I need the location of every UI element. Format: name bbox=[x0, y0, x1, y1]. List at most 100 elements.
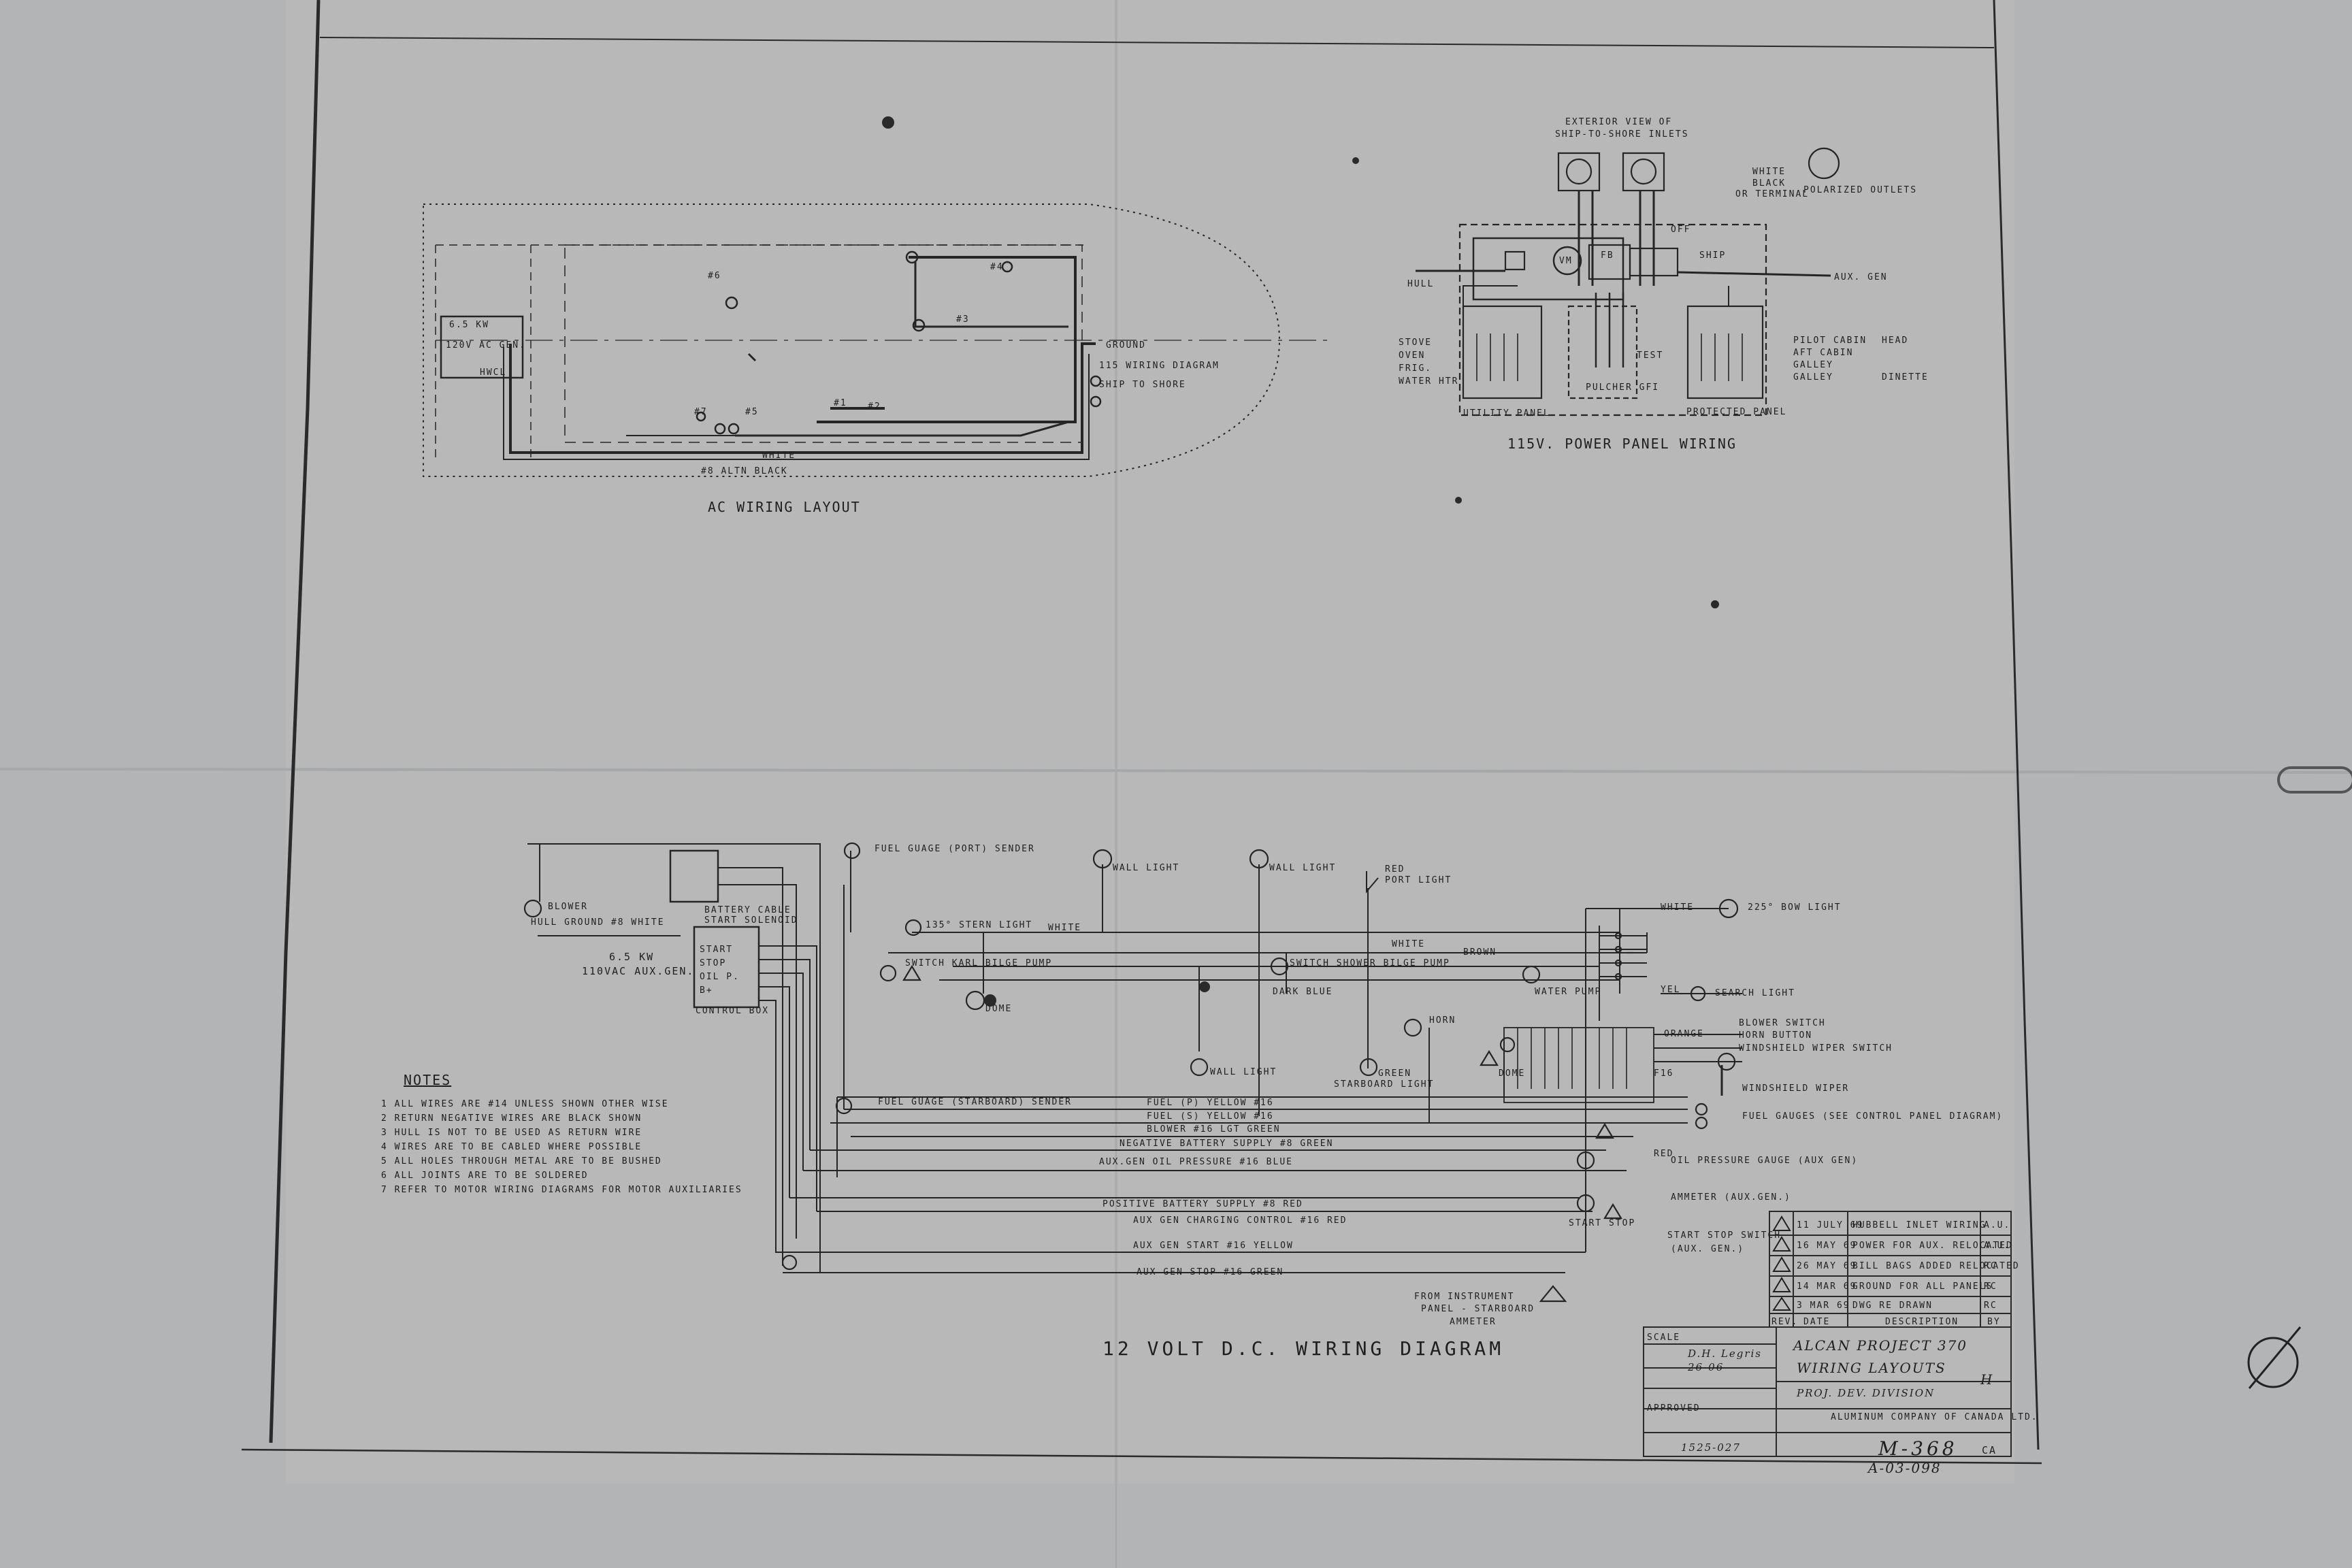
dc-fuel-stbd-sender: FUEL GUAGE (STARBOARD) SENDER bbox=[878, 1097, 1072, 1107]
tb-company: ALUMINUM COMPANY OF CANADA LTD. bbox=[1831, 1412, 2038, 1422]
fold-line bbox=[0, 768, 2352, 774]
pp-fb: FB bbox=[1601, 250, 1614, 261]
dc-start-stop-switch: START STOP SWITCH bbox=[1667, 1230, 1782, 1241]
ac-wire-white: WHITE bbox=[762, 451, 796, 461]
revision-date: 11 JULY 69 bbox=[1797, 1220, 1864, 1230]
dc-stbd-light: STARBOARD LIGHT bbox=[1334, 1079, 1435, 1090]
pp-circuit-right: HEAD bbox=[1882, 336, 1909, 346]
note-item: 4 WIRES ARE TO BE CABLED WHERE POSSIBLE bbox=[381, 1142, 642, 1152]
note-item: 2 RETURN NEGATIVE WIRES ARE BLACK SHOWN bbox=[381, 1113, 642, 1124]
ac-wire-black: #8 ALTN BLACK bbox=[701, 466, 788, 476]
pp-ship: SHIP bbox=[1699, 250, 1727, 261]
tb-ca: CA bbox=[1982, 1444, 1997, 1456]
dc-blower: BLOWER bbox=[548, 902, 588, 912]
pp-vm: VM bbox=[1559, 256, 1573, 266]
pp-outlet-note: WHITE bbox=[1752, 167, 1786, 177]
revision-date: 26 MAY 69 bbox=[1797, 1261, 1857, 1271]
dc-horn: HORN bbox=[1429, 1015, 1456, 1026]
dc-wire-label: NEGATIVE BATTERY SUPPLY #8 GREEN bbox=[1120, 1139, 1334, 1149]
revision-header-by: BY bbox=[1987, 1317, 2001, 1327]
dc-wire-label: FUEL (S) YELLOW #16 bbox=[1147, 1111, 1274, 1122]
pp-inlets: SHIP-TO-SHORE INLETS bbox=[1555, 129, 1689, 140]
pp-utility-panel: UTILITY PANEL bbox=[1463, 408, 1550, 419]
dc-wire-label: AUX GEN CHARGING CONTROL #16 RED bbox=[1133, 1215, 1348, 1226]
ac-point: #3 bbox=[956, 314, 970, 325]
dc-wiper: WINDSHIELD WIPER bbox=[1742, 1083, 1850, 1094]
revision-by: RC bbox=[1984, 1301, 1997, 1311]
dc-blower-switch: BLOWER SWITCH bbox=[1739, 1018, 1826, 1028]
revision-desc: DWG RE DRAWN bbox=[1852, 1301, 1933, 1311]
revision-by: A.U. bbox=[1984, 1241, 2011, 1251]
pp-water-htr: WATER HTR bbox=[1399, 376, 1459, 387]
revision-by: RC bbox=[1984, 1281, 1997, 1292]
dc-fuel-port-sender: FUEL GUAGE (PORT) SENDER bbox=[875, 844, 1035, 854]
ac-point: #4 bbox=[990, 262, 1004, 272]
dc-wire-label: BLOWER #16 LGT GREEN bbox=[1147, 1124, 1281, 1134]
dc-bilge-aft: SWITCH KARL BILGE PUMP bbox=[905, 958, 1053, 968]
pp-hull: HULL bbox=[1407, 279, 1435, 289]
pp-exterior-view: EXTERIOR VIEW OF bbox=[1565, 117, 1673, 127]
dc-dome-2: DOME bbox=[1499, 1068, 1526, 1079]
ac-generator-label-2: 120V AC GEN. bbox=[446, 340, 526, 350]
tb-dwg-no: M-368 bbox=[1878, 1437, 1958, 1460]
title-block bbox=[1643, 1211, 2012, 1457]
pp-outlet-note: BLACK bbox=[1752, 178, 1786, 189]
power-panel-title: 115V. POWER PANEL WIRING bbox=[1507, 436, 1737, 452]
ac-point: #5 bbox=[745, 407, 759, 417]
paper-clip bbox=[2277, 766, 2352, 794]
revision-markers bbox=[1772, 1215, 1791, 1311]
dc-f16: F16 bbox=[1654, 1068, 1674, 1079]
dc-ammeter-2: AMMETER bbox=[1450, 1317, 1497, 1327]
tb-division: PROJ. DEV. DIVISION bbox=[1797, 1387, 1936, 1399]
notes-heading: NOTES bbox=[404, 1072, 452, 1088]
dc-fuel-gauges: FUEL GAUGES (SEE CONTROL PANEL DIAGRAM) bbox=[1742, 1111, 2004, 1122]
pp-oven: OVEN bbox=[1399, 350, 1426, 361]
tb-approved: APPROVED bbox=[1647, 1403, 1701, 1414]
dc-search-light: SEARCH LIGHT bbox=[1715, 988, 1795, 998]
ac-point: #7 bbox=[694, 407, 708, 417]
pp-circuit: PILOT CABIN bbox=[1793, 336, 1867, 346]
dc-aux-gen-paren: (AUX. GEN.) bbox=[1671, 1244, 1745, 1254]
pp-circuit: GALLEY bbox=[1793, 360, 1833, 370]
dc-diagram-title: 12 VOLT D.C. WIRING DIAGRAM bbox=[1102, 1337, 1505, 1360]
revision-header-date: DATE bbox=[1803, 1317, 1831, 1327]
revision-desc: GROUND FOR ALL PANELS bbox=[1852, 1281, 1993, 1292]
ac-wiring-layout bbox=[423, 203, 1327, 477]
dc-water-pump: WATER PUMP bbox=[1535, 987, 1602, 997]
dc-control-row: START bbox=[700, 945, 734, 955]
ac-point: #2 bbox=[868, 402, 881, 412]
note-item: 3 HULL IS NOT TO BE USED AS RETURN WIRE bbox=[381, 1128, 642, 1138]
dc-wire-white: WHITE bbox=[1048, 923, 1082, 933]
dc-dark-blue: DARK BLUE bbox=[1273, 987, 1333, 997]
dc-wire-label: AUX.GEN OIL PRESSURE #16 BLUE bbox=[1099, 1157, 1293, 1167]
note-item: 1 ALL WIRES ARE #14 UNLESS SHOWN OTHER W… bbox=[381, 1099, 669, 1109]
dc-shower-bilge: SWITCH SHOWER BILGE PUMP bbox=[1290, 958, 1450, 968]
tb-subject: WIRING LAYOUTS bbox=[1797, 1360, 1946, 1376]
ac-point: #1 bbox=[834, 398, 847, 408]
ac-wiring-ref: 115 WIRING DIAGRAM bbox=[1099, 361, 1220, 371]
revision-desc: HUBBELL INLET WIRING bbox=[1852, 1220, 1987, 1230]
dc-ammeter: AMMETER (AUX.GEN.) bbox=[1671, 1192, 1791, 1203]
tb-rev-letter: H bbox=[1980, 1371, 1994, 1388]
dc-horn-button: HORN BUTTON bbox=[1739, 1030, 1813, 1041]
drawing-border bbox=[241, 0, 2042, 1465]
ac-layout-title: AC WIRING LAYOUT bbox=[708, 499, 861, 515]
pp-aux-gen: AUX. GEN bbox=[1834, 272, 1888, 282]
dc-control-row: STOP bbox=[700, 958, 727, 968]
pp-frig: FRIG. bbox=[1399, 363, 1433, 374]
dc-wire-label: POSITIVE BATTERY SUPPLY #8 RED bbox=[1102, 1199, 1303, 1209]
dc-wire-label: FUEL (P) YELLOW #16 bbox=[1147, 1098, 1274, 1108]
dc-from-instrument: FROM INSTRUMENT bbox=[1414, 1292, 1515, 1302]
dc-wiper-switch: WINDSHIELD WIPER SWITCH bbox=[1739, 1043, 1893, 1054]
power-panel-wiring bbox=[1416, 147, 1840, 416]
revision-header-rev: REV. bbox=[1771, 1317, 1799, 1327]
dc-start-solenoid: START SOLENOID bbox=[704, 915, 798, 926]
dc-battery-cable: BATTERY CABLE bbox=[704, 905, 791, 915]
pp-circuit-right: DINETTE bbox=[1882, 372, 1929, 382]
dc-panel-stbd: PANEL - STARBOARD bbox=[1421, 1304, 1535, 1314]
note-item: 5 ALL HOLES THROUGH METAL ARE TO BE BUSH… bbox=[381, 1156, 662, 1166]
dc-wire-label: AUX GEN START #16 YELLOW bbox=[1133, 1241, 1294, 1251]
tb-scale: SCALE bbox=[1647, 1333, 1681, 1343]
dc-green: GREEN bbox=[1378, 1068, 1412, 1079]
ac-shore-label: SHIP TO SHORE bbox=[1099, 380, 1186, 390]
